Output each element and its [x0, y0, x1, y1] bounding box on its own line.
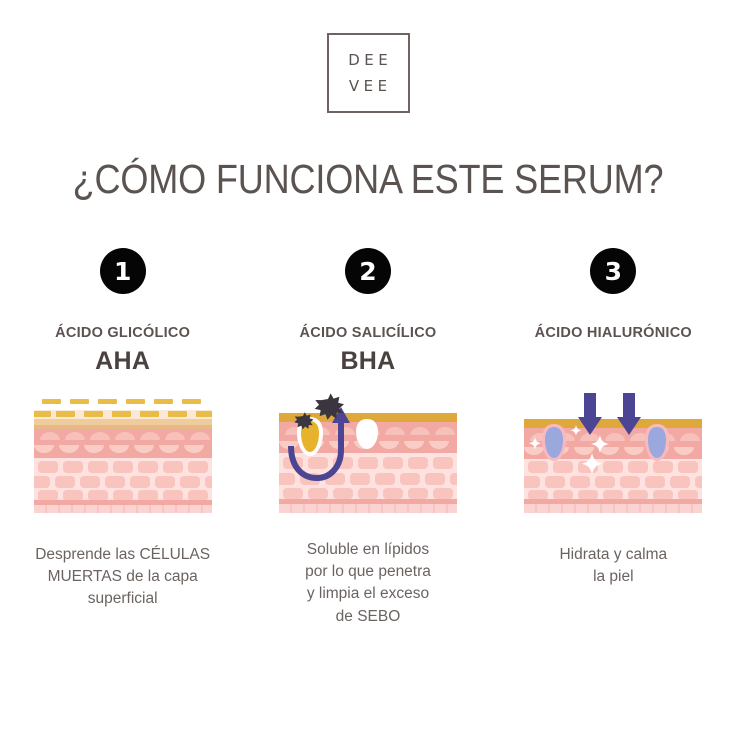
hydrated-pore-right-icon — [645, 423, 670, 461]
page-title: ¿CÓMO FUNCIONA ESTE SERUM? — [72, 156, 664, 202]
clean-pore-icon — [355, 418, 378, 449]
step-column-1: 1 ÁCIDO GLICÓLICO AHA — [0, 248, 245, 628]
blackhead-specks — [294, 392, 344, 429]
step-number-badge-1: 1 — [99, 248, 146, 294]
step-description-3: Hidrata y calma la piel — [559, 545, 668, 585]
step-description-1: Desprende las CÉLULAS MUERTAS de la capa… — [35, 545, 211, 608]
logo-line-1: DEE — [348, 50, 393, 69]
hydrated-pore-left-icon — [542, 423, 567, 461]
step-column-2: 2 ÁCIDO SALICÍLICO BHA — [245, 248, 490, 628]
extraction-arrow-icon — [287, 422, 344, 481]
acid-name-2: ÁCIDO SALICÍLICO — [299, 325, 437, 341]
logo-box: DEE VEE — [326, 33, 410, 113]
brand-logo: DEE VEE — [0, 33, 736, 113]
step-number-badge-3: 3 — [590, 248, 637, 294]
step-description-2: Soluble en lípidos por lo que penetra y … — [305, 540, 431, 625]
steps-container: 1 ÁCIDO GLICÓLICO AHA — [0, 248, 736, 628]
hydration-arrow-right-icon — [617, 392, 642, 435]
dead-cell-flakes — [33, 398, 212, 417]
sparkle-icons — [529, 424, 610, 474]
skin-hydration-illustration — [524, 392, 703, 513]
acid-name-3: ÁCIDO HIALURÓNICO — [534, 325, 692, 341]
hydration-arrow-left-icon — [578, 392, 603, 435]
skin-sebum-cleansing-illustration — [278, 392, 457, 513]
acid-acronym-2: BHA — [340, 346, 396, 375]
step-number-badge-2: 2 — [344, 248, 391, 294]
skin-exfoliation-illustration — [33, 398, 212, 513]
step-column-3: 3 ÁCIDO HIALURÓNICO — [491, 248, 736, 628]
logo-line-2: VEE — [348, 77, 392, 95]
acid-name-1: ÁCIDO GLICÓLICO — [55, 325, 191, 341]
acid-acronym-1: AHA — [95, 346, 151, 375]
